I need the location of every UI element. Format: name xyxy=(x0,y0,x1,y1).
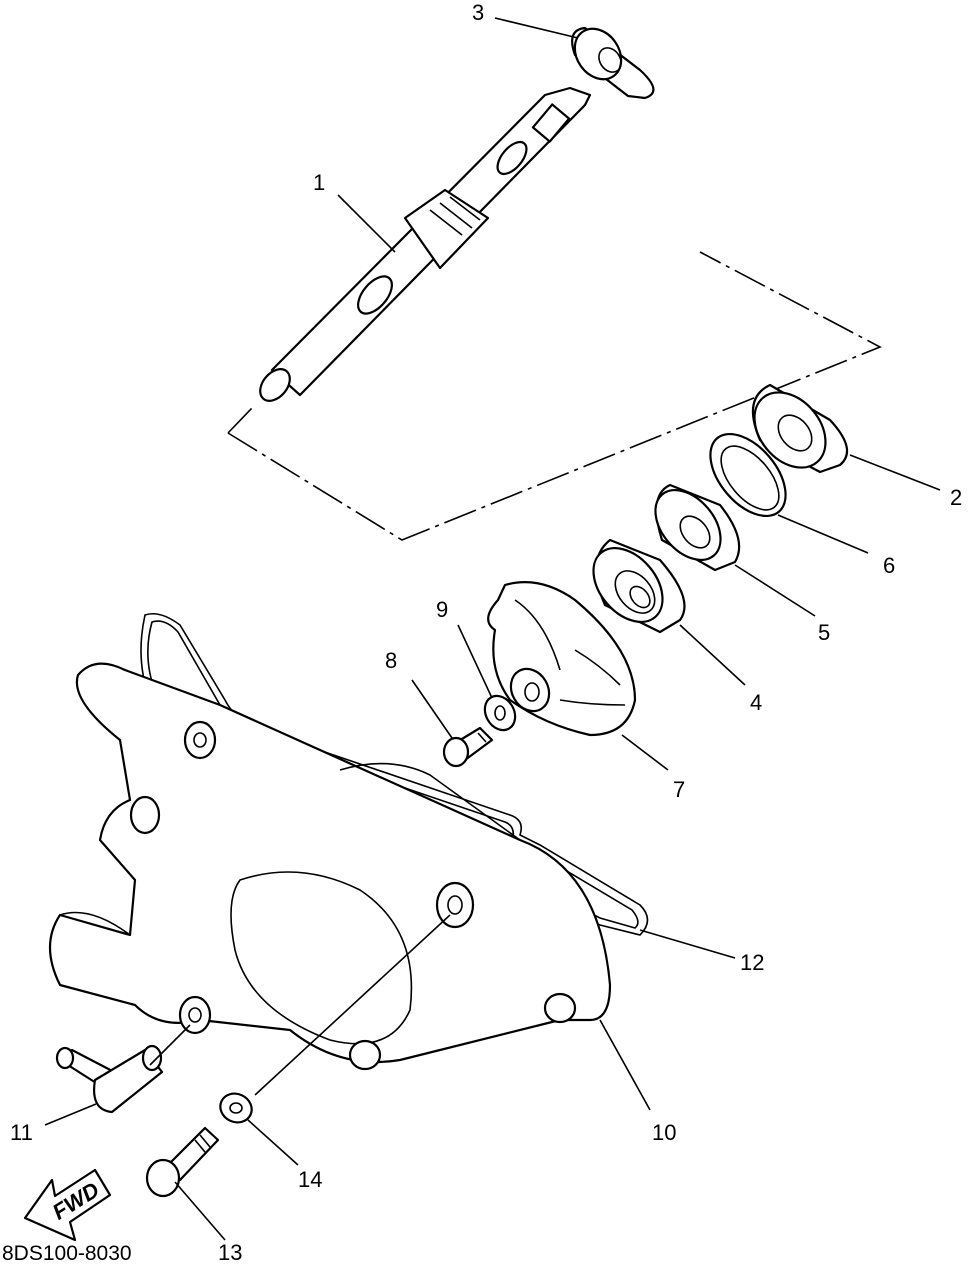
pipe-fitting-part-11 xyxy=(55,1044,164,1114)
leader-lines xyxy=(44,17,941,1241)
pump-shaft-part-1 xyxy=(259,86,592,402)
callout-1: 1 xyxy=(313,170,325,195)
impeller-part-7 xyxy=(487,581,637,737)
callout-14: 14 xyxy=(298,1167,322,1192)
bearing-part-3 xyxy=(571,26,655,100)
forward-arrow-icon: FWD xyxy=(23,1168,112,1242)
callout-11: 11 xyxy=(10,1120,33,1145)
oil-seal-part-5 xyxy=(654,483,741,572)
callout-7: 7 xyxy=(673,777,685,802)
callout-13: 13 xyxy=(218,1240,242,1264)
callout-6: 6 xyxy=(883,553,895,578)
callout-3: 3 xyxy=(472,0,484,25)
callout-5: 5 xyxy=(818,620,830,645)
bolt-part-13 xyxy=(145,1126,220,1198)
callout-2: 2 xyxy=(950,485,962,510)
callout-4: 4 xyxy=(750,690,762,715)
callout-9: 9 xyxy=(436,597,448,622)
callout-12: 12 xyxy=(740,950,764,975)
assembly-boundary xyxy=(227,251,882,541)
screw-part-8 xyxy=(442,726,494,768)
pump-housing-part-10 xyxy=(49,662,612,1071)
circlip-part-6 xyxy=(709,432,787,518)
diagram-code: 8DS100-8030 xyxy=(2,1242,132,1264)
bearing-part-2 xyxy=(751,383,849,474)
mechanical-seal-part-4 xyxy=(592,538,686,634)
assembly-boundary-end xyxy=(227,407,253,434)
washer-part-14 xyxy=(219,1092,253,1124)
callout-8: 8 xyxy=(385,648,397,673)
callout-10: 10 xyxy=(652,1120,676,1145)
